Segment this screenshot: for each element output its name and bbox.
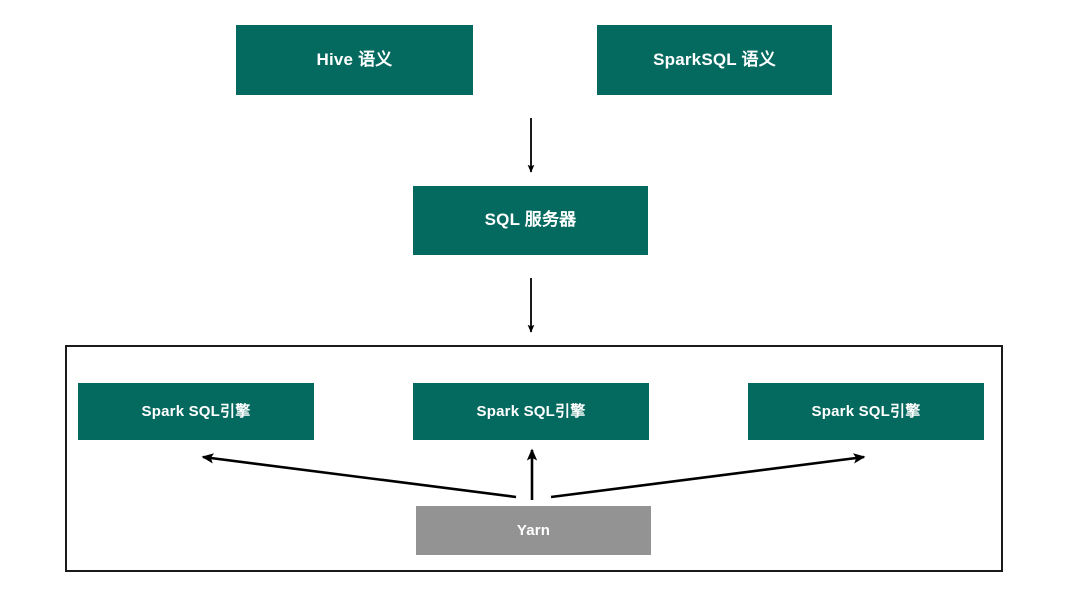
node-sparksql-semantics-label: SparkSQL 语义 — [653, 49, 776, 69]
cluster-container — [65, 345, 1003, 572]
node-yarn-label: Yarn — [516, 521, 551, 539]
node-spark-sql-engine-3-label: Spark SQL引擎 — [811, 402, 921, 420]
node-sql-server-label: SQL 服务器 — [484, 210, 577, 230]
node-spark-sql-engine-2[interactable]: Spark SQL引擎 — [413, 383, 649, 440]
node-sparksql-semantics[interactable]: SparkSQL 语义 — [597, 25, 832, 95]
node-hive-semantics[interactable]: Hive 语义 — [236, 25, 473, 95]
node-yarn[interactable]: Yarn — [416, 506, 651, 555]
node-spark-sql-engine-2-label: Spark SQL引擎 — [476, 402, 586, 420]
node-spark-sql-engine-1[interactable]: Spark SQL引擎 — [78, 383, 314, 440]
node-spark-sql-engine-3[interactable]: Spark SQL引擎 — [748, 383, 984, 440]
node-sql-server[interactable]: SQL 服务器 — [413, 186, 648, 255]
node-hive-semantics-label: Hive 语义 — [316, 49, 393, 69]
node-spark-sql-engine-1-label: Spark SQL引擎 — [141, 402, 251, 420]
